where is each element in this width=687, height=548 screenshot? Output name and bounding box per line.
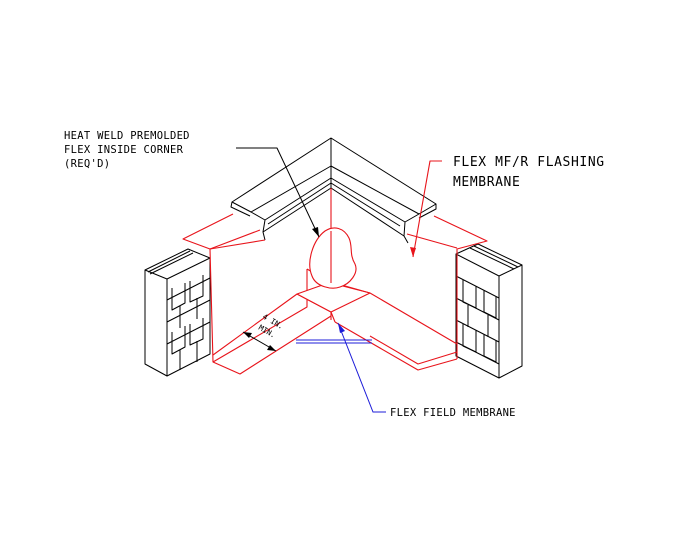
premolded-label-line3: (REQ'D) bbox=[64, 158, 110, 170]
right-brick-courses bbox=[455, 275, 500, 365]
dimension-4in-min: 4 IN. MIN. bbox=[242, 312, 285, 352]
left-brick-courses bbox=[166, 275, 211, 370]
flashing-label-line1: FLEX MF/R FLASHING bbox=[453, 155, 605, 170]
premolded-label-line1: HEAT WELD PREMOLDED bbox=[64, 130, 190, 142]
coping-cap bbox=[230, 137, 437, 244]
leader-field-membrane bbox=[337, 322, 386, 413]
leader-premolded bbox=[236, 147, 320, 238]
label-premolded-corner: HEAT WELD PREMOLDED FLEX INSIDE CORNER (… bbox=[64, 130, 190, 170]
flashing-label-line2: MEMBRANE bbox=[453, 175, 520, 190]
field-membrane-label: FLEX FIELD MEMBRANE bbox=[390, 407, 516, 419]
leader-flashing bbox=[410, 160, 442, 258]
premolded-label-line2: FLEX INSIDE CORNER bbox=[64, 144, 184, 156]
left-brick-pier bbox=[144, 248, 211, 377]
label-flashing-membrane: FLEX MF/R FLASHING MEMBRANE bbox=[453, 155, 605, 190]
right-brick-pier bbox=[455, 243, 523, 379]
label-field-membrane: FLEX FIELD MEMBRANE bbox=[390, 407, 516, 419]
flex-field-membrane-lines bbox=[296, 339, 372, 344]
premolded-inside-corner bbox=[309, 227, 357, 289]
